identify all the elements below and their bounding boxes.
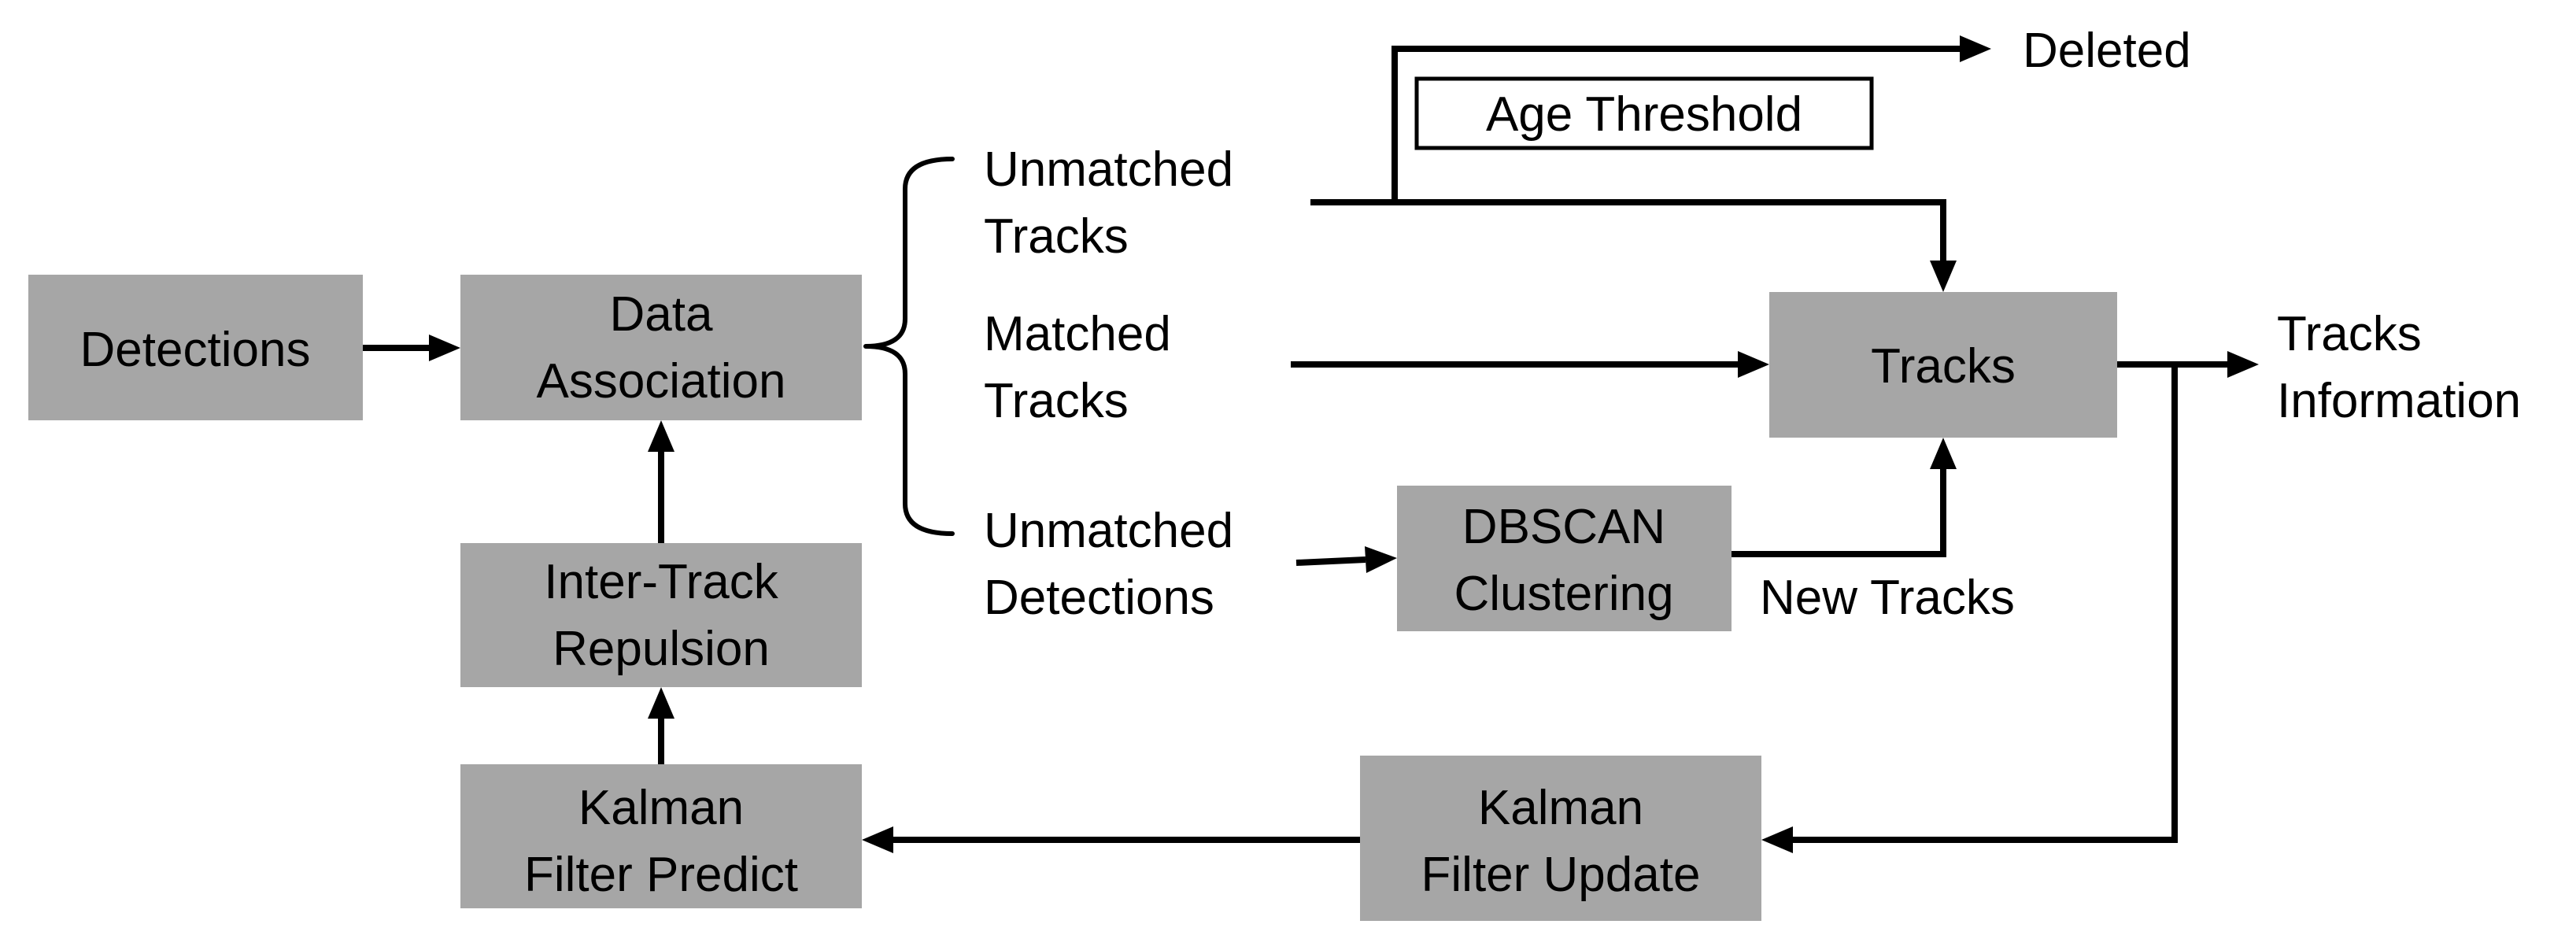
unmatched-tracks-label-line1: Unmatched (984, 142, 1233, 197)
matched-tracks-label-line2: Tracks (984, 374, 1129, 428)
kalman-filter-update-label-line2: Filter Update (1421, 848, 1701, 902)
detections-label: Detections (80, 323, 311, 377)
arrow-predict-to-repulsion (648, 687, 674, 764)
split-brace (863, 157, 955, 536)
detections-node: Detections (28, 275, 363, 420)
arrow-tracks-to-update (1761, 364, 2178, 853)
data-association-label-line1: Data (610, 287, 713, 342)
age-threshold-box: Age Threshold (1414, 76, 1874, 150)
tracks-information-label-line2: Information (2277, 374, 2521, 428)
inter-track-repulsion-node: Inter-Track Repulsion (460, 543, 862, 687)
arrow-matched-tracks-to-tracks (1291, 351, 1769, 378)
arrow-unmatched-tracks-to-tracks (1310, 199, 1957, 292)
age-threshold-label: Age Threshold (1486, 87, 1802, 142)
data-association-node: Data Association (460, 275, 862, 420)
kalman-filter-update-label-line1: Kalman (1478, 781, 1643, 835)
dbscan-clustering-label-line1: DBSCAN (1462, 500, 1665, 554)
tracks-label: Tracks (1871, 339, 2016, 394)
new-tracks-label: New Tracks (1760, 571, 2015, 625)
tracks-information-label-line1: Tracks (2277, 307, 2422, 361)
arrow-tracks-to-information (2117, 351, 2259, 378)
arrow-unmatched-detections-to-dbscan (1295, 546, 1397, 573)
arrow-unmatched-tracks-to-deleted (1391, 35, 1991, 202)
kalman-filter-predict-node: Kalman Filter Predict (460, 764, 862, 908)
unmatched-detections-label-line1: Unmatched (984, 504, 1233, 558)
arrow-dbscan-to-tracks (1732, 438, 1957, 557)
data-association-label-line2: Association (536, 354, 785, 409)
arrow-repulsion-to-association (648, 420, 674, 543)
inter-track-repulsion-label-line2: Repulsion (553, 622, 770, 676)
deleted-label: Deleted (2023, 24, 2191, 78)
arrow-update-to-predict (862, 826, 1360, 853)
unmatched-tracks-label-line2: Tracks (984, 209, 1129, 264)
inter-track-repulsion-label-line1: Inter-Track (544, 555, 778, 609)
dbscan-clustering-label-line2: Clustering (1454, 567, 1673, 621)
kalman-filter-predict-label-line2: Filter Predict (524, 848, 798, 902)
kalman-filter-update-node: Kalman Filter Update (1360, 756, 1761, 921)
kalman-filter-predict-label-line1: Kalman (578, 781, 744, 835)
dbscan-clustering-node: DBSCAN Clustering (1397, 486, 1732, 631)
arrow-detections-to-association (363, 335, 460, 361)
unmatched-detections-label-line2: Detections (984, 571, 1214, 625)
matched-tracks-label-line1: Matched (984, 307, 1171, 361)
tracks-node: Tracks (1769, 292, 2117, 438)
